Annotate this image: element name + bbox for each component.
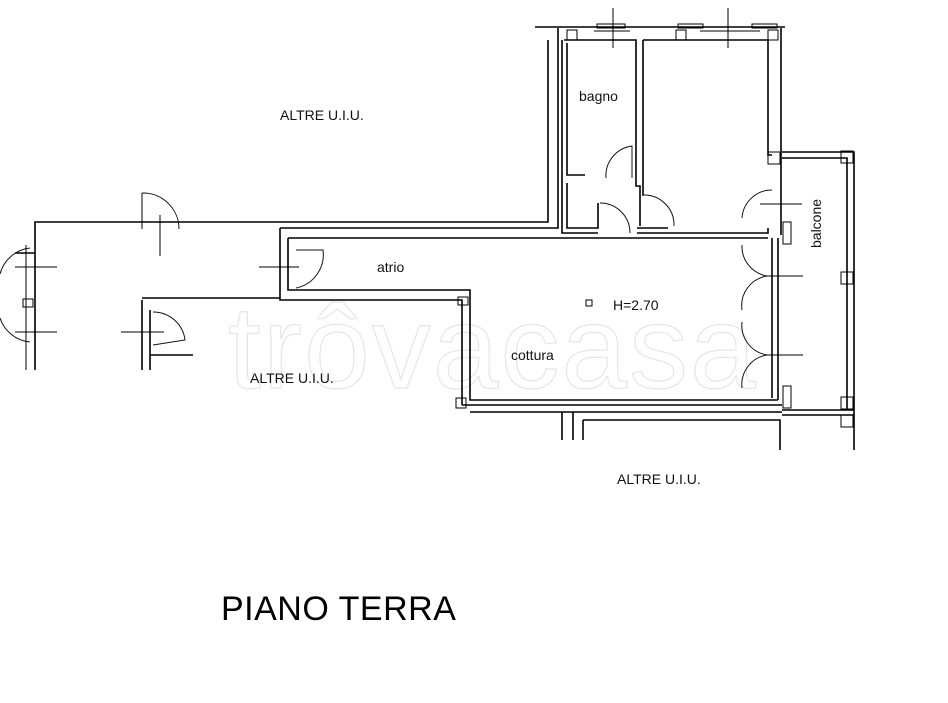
neighbour-label-left: ALTRE U.I.U. bbox=[250, 370, 334, 386]
upper-unit-walls bbox=[34, 8, 785, 370]
room-label-atrio: atrio bbox=[377, 259, 405, 275]
room-label-bagno: bagno bbox=[579, 88, 618, 104]
atrio-walls bbox=[0, 192, 768, 405]
room-label-cottura: cottura bbox=[511, 347, 554, 363]
balcone-walls bbox=[767, 150, 855, 450]
neighbour-label-top: ALTRE U.I.U. bbox=[280, 107, 364, 123]
neighbour-label-bottom: ALTRE U.I.U. bbox=[617, 471, 701, 487]
ceiling-height-label: H=2.70 bbox=[613, 297, 659, 313]
cottura-walls bbox=[455, 189, 803, 450]
drawing-title: PIANO TERRA bbox=[221, 590, 457, 628]
watermark: trôvacasa bbox=[227, 281, 758, 414]
room-label-balcone: balcone bbox=[808, 198, 824, 248]
